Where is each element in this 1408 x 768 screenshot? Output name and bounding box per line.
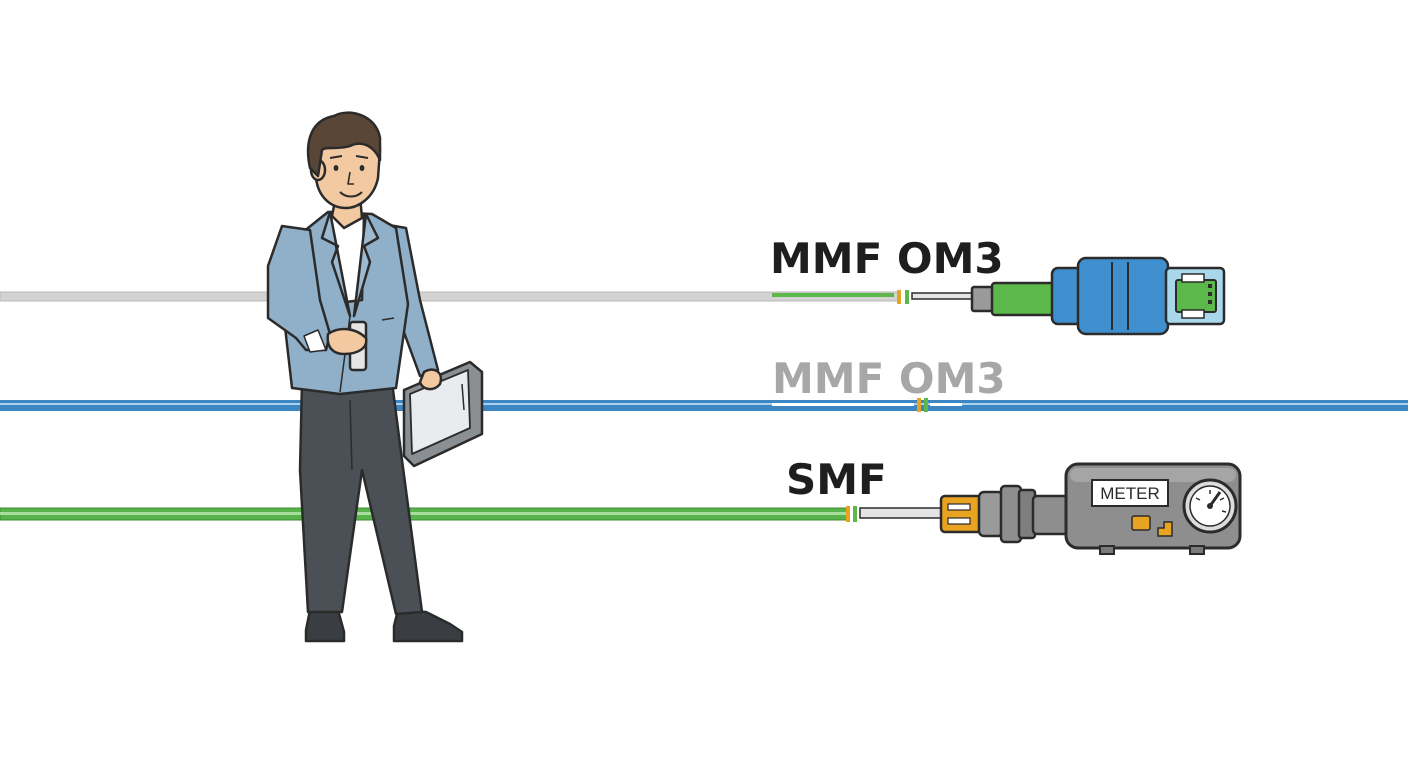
businessman-icon	[266, 111, 484, 643]
cable-bottom	[0, 506, 945, 522]
power-meter-icon: METER	[939, 462, 1242, 555]
meter-label: METER	[1100, 484, 1160, 503]
tablet-icon	[402, 360, 484, 468]
fiber-bottom-label: SMF	[786, 455, 887, 504]
fiber-top-label: MMF OM3	[770, 234, 1004, 283]
cable-top	[0, 290, 977, 304]
lc-duplex-connector-icon	[970, 256, 1226, 336]
cable-middle	[0, 398, 1408, 412]
fiber-middle-label: MMF OM3	[772, 354, 1006, 403]
